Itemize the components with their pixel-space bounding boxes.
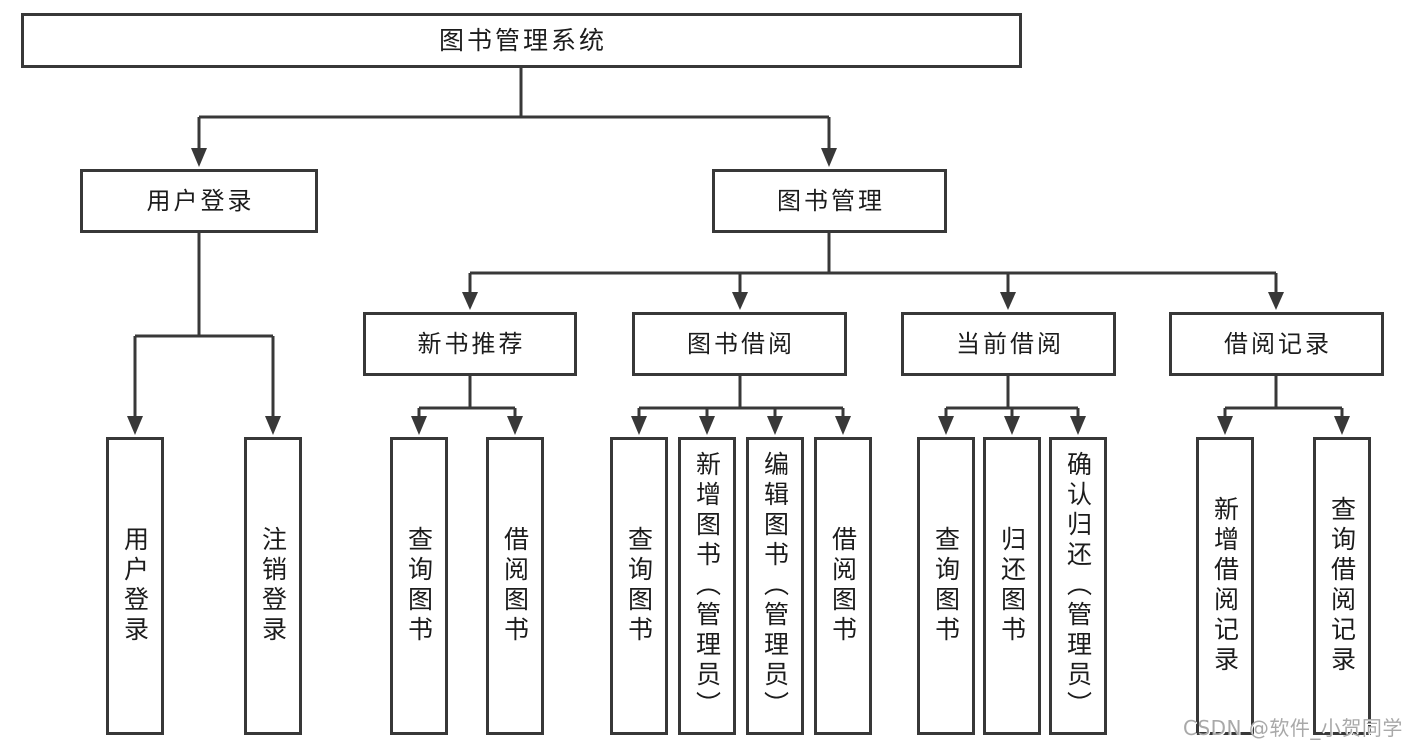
leaf-bb-query-books-label: 查询图书 — [624, 526, 654, 646]
leaf-nb-borrow-books: 借阅图书 — [486, 437, 544, 735]
leaf-br-add-borrow-record: 新增借阅记录 — [1196, 437, 1254, 735]
leaf-cb-return-books-label: 归还图书 — [997, 526, 1027, 646]
node-user-login: 用户登录 — [80, 169, 318, 233]
leaf-user-login-label: 用户登录 — [120, 526, 150, 646]
node-user-login-label: 用户登录 — [146, 187, 255, 215]
leaf-logout-login: 注销登录 — [244, 437, 302, 735]
leaf-bb-edit-books-admin-label: 编辑图书（管理员） — [760, 451, 790, 721]
node-current-borrow: 当前借阅 — [901, 312, 1116, 376]
connector-strokes — [133, 68, 1344, 418]
node-root: 图书管理系统 — [21, 13, 1022, 68]
leaf-nb-query-books: 查询图书 — [390, 437, 448, 735]
leaf-cb-query-books-label: 查询图书 — [931, 526, 961, 646]
leaf-cb-query-books: 查询图书 — [917, 437, 975, 735]
node-borrow-records-label: 借阅记录 — [1224, 330, 1332, 358]
arrowheads — [127, 148, 1350, 435]
leaf-br-query-borrow-record-label: 查询借阅记录 — [1327, 496, 1357, 676]
leaf-cb-confirm-return-admin: 确认归还（管理员） — [1049, 437, 1107, 735]
node-book-management-label: 图书管理 — [777, 187, 885, 215]
node-new-book-recommend: 新书推荐 — [363, 312, 577, 376]
node-new-book-recommend-label: 新书推荐 — [417, 330, 526, 358]
leaf-bb-query-books: 查询图书 — [610, 437, 668, 735]
leaf-bb-add-books-admin: 新增图书（管理员） — [678, 437, 736, 735]
node-book-management: 图书管理 — [712, 169, 947, 233]
leaf-bb-add-books-admin-label: 新增图书（管理员） — [692, 451, 722, 721]
leaf-nb-query-books-label: 查询图书 — [404, 526, 434, 646]
leaf-cb-return-books: 归还图书 — [983, 437, 1041, 735]
node-borrow-records: 借阅记录 — [1169, 312, 1384, 376]
leaf-bb-borrow-books-label: 借阅图书 — [828, 526, 858, 646]
node-root-label: 图书管理系统 — [438, 26, 607, 55]
leaf-bb-borrow-books: 借阅图书 — [814, 437, 872, 735]
leaf-logout-login-label: 注销登录 — [258, 526, 288, 646]
leaf-br-add-borrow-record-label: 新增借阅记录 — [1210, 496, 1240, 676]
leaf-bb-edit-books-admin: 编辑图书（管理员） — [746, 437, 804, 735]
leaf-br-query-borrow-record: 查询借阅记录 — [1313, 437, 1371, 735]
leaf-nb-borrow-books-label: 借阅图书 — [500, 526, 530, 646]
node-book-borrow-label: 图书借阅 — [687, 330, 795, 358]
leaf-user-login: 用户登录 — [106, 437, 164, 735]
leaf-cb-confirm-return-admin-label: 确认归还（管理员） — [1063, 451, 1093, 721]
node-current-borrow-label: 当前借阅 — [956, 330, 1064, 358]
csdn-watermark: CSDN @软件_小贺同学 — [1183, 716, 1403, 740]
node-book-borrow: 图书借阅 — [632, 312, 847, 376]
